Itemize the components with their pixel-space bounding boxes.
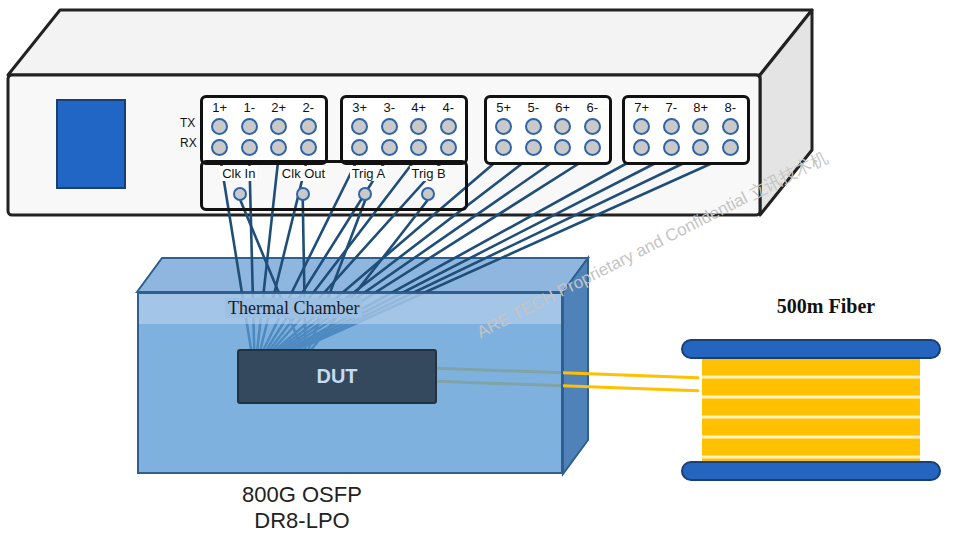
tx-port (241, 118, 258, 135)
port-column: 3+ (351, 100, 368, 159)
fiber-spool (682, 340, 940, 480)
rx-port (663, 139, 680, 156)
dut-board: DUT (237, 349, 437, 404)
tx-port (410, 118, 427, 135)
rx-port (692, 139, 709, 156)
label-row: Clk In Clk Out Trig A Trig B (209, 166, 459, 181)
tx-port (722, 118, 739, 135)
port-column: 7+ (633, 100, 650, 159)
tx-port (495, 118, 512, 135)
port-label: 6+ (555, 100, 570, 115)
rx-port (584, 139, 601, 156)
port-label: 3- (383, 100, 395, 115)
spool-label: 500m Fiber (698, 294, 954, 318)
port-row (209, 181, 459, 204)
port-column: 8+ (692, 100, 709, 159)
instrument (8, 10, 812, 215)
fiber-spool: 500m Fiber (698, 288, 954, 483)
rx-port (495, 139, 512, 156)
rx-port (211, 139, 228, 156)
tx-port (663, 118, 680, 135)
rx-port (351, 139, 368, 156)
port-label: 6- (586, 100, 598, 115)
signal-port (421, 187, 435, 201)
port-label: 5+ (496, 100, 511, 115)
rx-port (722, 139, 739, 156)
port-group: 3+ 3- 4+ 4- (340, 95, 468, 165)
port-label: 2+ (271, 100, 286, 115)
tx-port (525, 118, 542, 135)
rx-port (440, 139, 457, 156)
tx-port (300, 118, 317, 135)
port-label: 1- (243, 100, 255, 115)
rx-port (300, 139, 317, 156)
rx-port (525, 139, 542, 156)
port-column: 6+ (554, 100, 571, 159)
caption: 800G OSFP DR8-LPO (222, 482, 382, 534)
signal-label: RX (180, 136, 197, 150)
tx-port (270, 118, 287, 135)
port-group: 7+ 7- 8+ 8- (622, 95, 750, 165)
port-label: 2- (302, 100, 314, 115)
rx-port (554, 139, 571, 156)
signal-port (233, 187, 247, 201)
port-column: 2+ (270, 100, 287, 159)
signal-label: Trig A (350, 166, 387, 181)
port-column: 2- (300, 100, 317, 159)
port-column: 3- (381, 100, 398, 159)
tx-port (440, 118, 457, 135)
signal-label: Clk Out (280, 166, 327, 181)
port-label: 3+ (352, 100, 367, 115)
tx-port (554, 118, 571, 135)
port-label: 1+ (212, 100, 227, 115)
rx-port (410, 139, 427, 156)
port-label: 8- (724, 100, 736, 115)
tx-port (351, 118, 368, 135)
rx-port (241, 139, 258, 156)
port-column: 1+ (211, 100, 228, 159)
tx-port (211, 118, 228, 135)
rx-port (633, 139, 650, 156)
port-column: 8- (722, 100, 739, 159)
port-label: 5- (527, 100, 539, 115)
thermal-chamber-faces (137, 258, 588, 474)
port-label: 4+ (411, 100, 426, 115)
port-column: 6- (584, 100, 601, 159)
signal-label: Trig B (410, 166, 448, 181)
port-label: 7- (665, 100, 677, 115)
port-column: 4- (440, 100, 457, 159)
port-label: 8+ (693, 100, 708, 115)
port-label: 4- (442, 100, 454, 115)
tx-port (692, 118, 709, 135)
port-column: 7- (663, 100, 680, 159)
port-column: 5+ (495, 100, 512, 159)
signal-label: TX (180, 116, 195, 130)
port-label: 7+ (634, 100, 649, 115)
rx-port (270, 139, 287, 156)
clock-trigger-group: Clk In Clk Out Trig A Trig B (200, 160, 468, 211)
signal-port (296, 187, 310, 201)
port-column: 4+ (410, 100, 427, 159)
port-group: 1+ 1- 2+ 2- (200, 95, 328, 165)
tx-port (381, 118, 398, 135)
signal-port (358, 187, 372, 201)
port-column: 1- (241, 100, 258, 159)
box-label: DUT (316, 365, 357, 388)
tx-port (633, 118, 650, 135)
rx-port (381, 139, 398, 156)
signal-label: Clk In (220, 166, 257, 181)
box-label: Thermal Chamber (225, 298, 362, 318)
tx-port (584, 118, 601, 135)
port-group: 5+ 5- 6+ 6- (484, 95, 612, 165)
port-column: 5- (525, 100, 542, 159)
